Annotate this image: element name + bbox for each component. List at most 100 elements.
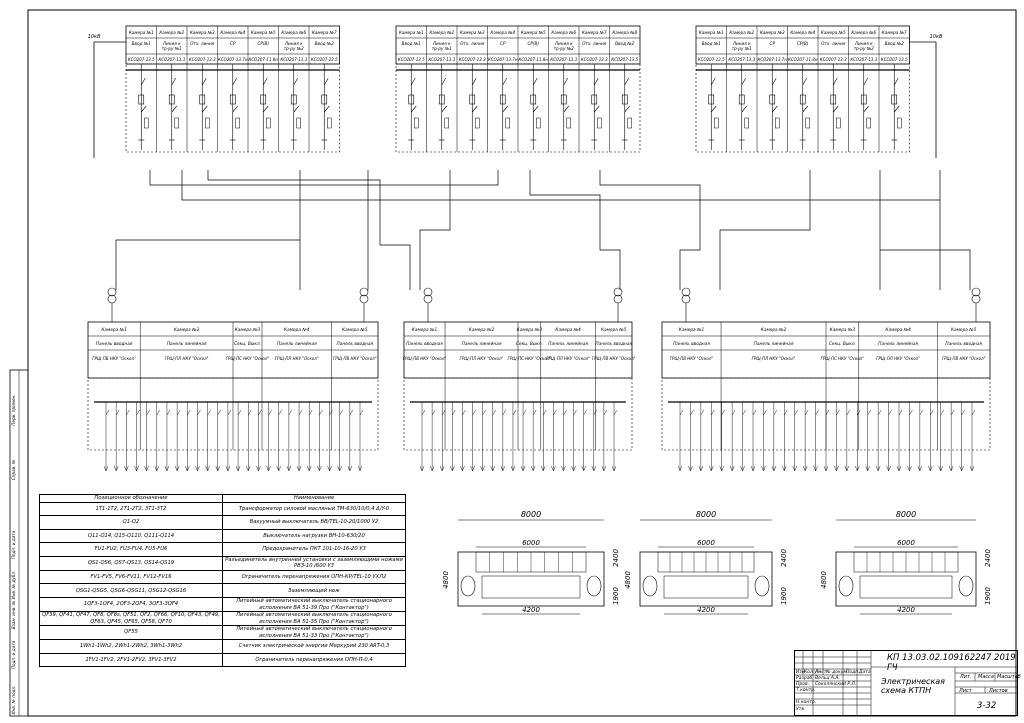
- cell-type: КСО207-13.3: [728, 57, 755, 62]
- legend-description: Ограничитель перенапряжения ОПН-КР/TEL-1…: [222, 569, 406, 585]
- legend-row: QF39, QF41, QF47, QF8, QF8s, QF51, QF2, …: [39, 611, 406, 627]
- voltage-label-right: 10кВ: [930, 34, 943, 40]
- lower-function: Панель вводная: [673, 341, 710, 347]
- lower-type: ГРЩ-ПЛ НКУ "Оскол": [165, 356, 209, 361]
- lower-function: Панель вводная: [945, 341, 982, 347]
- lower-function: Секц. Выкл.: [516, 341, 543, 347]
- cell-function: Линия к: [732, 41, 751, 46]
- cell-function: Ввод №1: [132, 41, 151, 46]
- layout-plans: 8000600042004800240019008000600042004800…: [442, 510, 992, 615]
- lower-type: ГРЩ-ПС НКУ "Оскол": [226, 356, 270, 361]
- dim-bottom: 4200: [697, 606, 715, 614]
- side-label: Перв. примен.: [11, 394, 16, 425]
- legend-designation: FU1-FU2, FU3-FU4, FU5-FU6: [39, 542, 223, 557]
- dim-height-right-1: 2400: [612, 549, 620, 567]
- legend-designation: QS1-QS6, QS7-QS13, QS14-QS19: [39, 555, 223, 571]
- lower-chamber: Камера №2: [761, 327, 787, 333]
- lower-type: ГРЩ-ПЛ НКУ "Оскол": [460, 356, 504, 361]
- legend-description: Ограничитель перенапряжения ОПН-П-0,4: [222, 652, 406, 668]
- lower-chamber: Камера №1: [412, 327, 438, 333]
- stamp-row-prov: Пров.: [796, 682, 810, 687]
- legend-description: Литейный автоматический выключатель стац…: [222, 597, 406, 613]
- legend-table: Позиционное обозначение Наименование 1Т1…: [39, 494, 406, 668]
- stamp-col-izm: Изм: [796, 670, 806, 675]
- cell-function: Линия к: [432, 41, 451, 46]
- legend-description: Счетчик электрической энергии Меркурий 2…: [222, 639, 406, 654]
- cell-function: Линия к: [554, 41, 573, 46]
- lower-chamber: Камера №3: [830, 327, 856, 333]
- lower-function: Секц. Выкл.: [829, 341, 856, 347]
- cell-chamber: Камера №4: [220, 30, 245, 35]
- cell-function: СР(В): [527, 41, 539, 46]
- legend-designation: 1FV1-1FV2, 2FV1-2FV2, 3FV1-3FV2: [39, 652, 223, 668]
- cell-function: тр-ру №2: [554, 46, 574, 51]
- stamp-name-2: Соколянский Р.Л.: [815, 682, 857, 687]
- cell-type: КСО207-13.5: [398, 57, 425, 62]
- legend-description: Разъединитель внутренней установки с заз…: [222, 555, 406, 571]
- cell-type: КСО207-13.7н: [758, 57, 788, 62]
- lower-function: Секц. Выкл.: [234, 341, 261, 347]
- side-label: Инв. № подл.: [11, 686, 16, 715]
- dim-overall: 8000: [896, 510, 916, 519]
- lower-chamber: Камера №2: [174, 327, 200, 333]
- drawing-code: КП 13.03.02.109162247 2019 ГЧ: [887, 653, 1016, 673]
- cell-type: КСО207-13.5: [611, 57, 638, 62]
- cell-chamber: Камера №7: [582, 30, 607, 35]
- lower-chamber: Камера №4: [284, 327, 310, 333]
- cell-chamber: Камера №5: [521, 30, 546, 35]
- lower-function: Панель линейная: [167, 341, 207, 347]
- cell-function: СР: [230, 41, 236, 46]
- legend-description: Заземляющий нож: [222, 583, 406, 599]
- lower-type: ГРЩ-ПВ НКУ "Оскол": [592, 356, 636, 361]
- stamp-col-list: Лист: [815, 670, 827, 675]
- dim-overall: 8000: [521, 510, 541, 519]
- legend-designation: QF39, QF41, QF47, QF8, QF8s, QF51, QF2, …: [39, 611, 223, 627]
- lower-function: Панель линейная: [462, 341, 502, 347]
- stamp-row-nkontr: Н.контр.: [796, 700, 817, 705]
- cell-function: СР(В): [257, 41, 269, 46]
- lower-chamber: Камера №5: [342, 327, 368, 333]
- legend-designation: 1QF3-1QF4, 2QF3-2QF4, 3QF3-3QF4: [39, 597, 223, 613]
- legend-designation: 1Т1-1Т2, 2Т1-2Т2, 3Т1-3Т2: [39, 501, 223, 517]
- cell-function: тр-ру №1: [432, 46, 452, 51]
- cell-function: Ввод №1: [402, 41, 421, 46]
- lower-type: ГРЩ-ПС НКУ "Оскол": [508, 356, 552, 361]
- cell-type: КСО207-11.8н: [788, 57, 818, 62]
- cell-chamber: Камера №3: [760, 30, 785, 35]
- cell-type: КСО207-13.5: [698, 57, 725, 62]
- stamp-col-doc: № докум.: [826, 670, 849, 675]
- cell-function: Линия к: [284, 41, 303, 46]
- stamp-scale: Масштаб: [997, 674, 1021, 680]
- cell-chamber: Камера №7: [312, 30, 337, 35]
- cell-function: Отх. линия: [821, 41, 846, 46]
- lower-function: Панель линейная: [878, 341, 918, 347]
- lower-type: ГРЩ-ПЛ НКУ "Оскол": [752, 356, 796, 361]
- dim-bottom: 4200: [522, 606, 540, 614]
- cell-type: КСО207-13.3: [428, 57, 455, 62]
- dim-height-left: 4800: [624, 571, 632, 589]
- lower-chamber: Камера №1: [679, 327, 705, 333]
- legend-header-designation: Позиционное обозначение: [39, 494, 223, 503]
- dim-bottom: 4200: [897, 606, 915, 614]
- dim-inner: 6000: [522, 539, 540, 547]
- lower-function: Панель линейная: [277, 341, 317, 347]
- cell-chamber: Камера №4: [490, 30, 515, 35]
- cell-function: тр-ру №1: [162, 46, 182, 51]
- dim-height-right-1: 2400: [984, 549, 992, 567]
- title-block: КП 13.03.02.109162247 2019 ГЧ Электричес…: [794, 650, 1021, 716]
- legend-description: Литейный автоматический выключатель стац…: [222, 611, 406, 627]
- stamp-mass: Масса: [978, 674, 994, 680]
- dim-height-left: 4800: [442, 571, 450, 589]
- dim-height-right-2: 1900: [984, 587, 992, 605]
- lower-chamber: Камера №2: [469, 327, 495, 333]
- dim-height-right-2: 1900: [612, 587, 620, 605]
- legend-designation: QSG1-QSG5, QSG6-QSG11, QSG12-QSG16: [39, 583, 223, 599]
